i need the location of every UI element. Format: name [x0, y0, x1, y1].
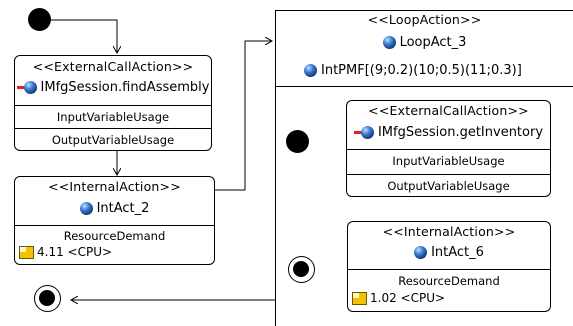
resource-demand-value: 4.11 <CPU>: [37, 245, 113, 259]
stereotype-label: <<InternalAction>>: [48, 179, 181, 194]
output-variable-usage[interactable]: OutputVariableUsage: [387, 179, 510, 193]
action-name: IMfgSession.getInventory: [347, 125, 550, 140]
input-variable-usage[interactable]: InputVariableUsage: [392, 154, 505, 168]
edge-start-to-find-assembly: [49, 19, 117, 53]
divider: [15, 105, 211, 106]
divider: [348, 269, 550, 270]
external-call-action-get-inventory[interactable]: <<ExternalCallAction>> IMfgSession.getIn…: [346, 100, 551, 197]
action-name-text: IntAct_2: [96, 201, 150, 216]
inner-start-node[interactable]: [286, 130, 309, 153]
external-call-action-find-assembly[interactable]: <<ExternalCallAction>> IMfgSession.findA…: [14, 55, 212, 151]
external-call-icon: [353, 126, 374, 139]
stereotype-label: <<ExternalCallAction>>: [368, 103, 529, 118]
stereotype-label: <<InternalAction>>: [382, 224, 516, 239]
action-name: LoopAct_3: [276, 35, 573, 50]
sphere-icon: [304, 64, 317, 77]
stereotype-label: <<LoopAction>>: [367, 12, 482, 27]
stereotype-label: <<ExternalCallAction>>: [32, 59, 194, 74]
inner-stop-node[interactable]: [288, 256, 315, 283]
internal-action-intact6[interactable]: <<InternalAction>> IntAct_6 ResourceDema…: [347, 221, 551, 312]
sphere-icon: [79, 202, 93, 215]
edge-intact2-to-loop: [215, 41, 272, 191]
internal-action-intact2[interactable]: <<InternalAction>> IntAct_2 ResourceDema…: [14, 176, 215, 265]
resource-demand-icon: [352, 291, 367, 305]
sphere-icon: [382, 36, 396, 49]
input-variable-usage[interactable]: InputVariableUsage: [56, 110, 170, 124]
action-name-text: IntAct_6: [431, 245, 484, 260]
sphere-icon: [414, 246, 428, 259]
divider: [347, 149, 550, 150]
resource-demand-label: ResourceDemand: [63, 229, 166, 243]
divider: [276, 86, 573, 87]
resource-demand[interactable]: 1.02 <CPU>: [352, 291, 445, 305]
resource-demand-icon: [19, 245, 34, 259]
output-variable-usage[interactable]: OutputVariableUsage: [51, 133, 175, 147]
start-node[interactable]: [28, 8, 51, 31]
resource-demand[interactable]: 4.11 <CPU>: [19, 245, 112, 259]
action-name-text: LoopAct_3: [399, 35, 467, 50]
divider: [15, 128, 211, 129]
divider: [15, 225, 214, 226]
external-call-icon: [16, 81, 37, 94]
resource-demand-label: ResourceDemand: [398, 274, 500, 288]
action-name: IntAct_2: [15, 201, 214, 216]
resource-demand-value: 1.02 <CPU>: [370, 291, 446, 305]
action-name-text: IMfgSession.getInventory: [377, 125, 544, 140]
divider: [347, 174, 550, 175]
action-name: IntAct_6: [348, 245, 550, 260]
stop-node[interactable]: [34, 285, 61, 312]
action-name: IMfgSession.findAssembly: [15, 80, 211, 95]
action-name-text: IMfgSession.findAssembly: [40, 80, 210, 95]
iteration-count[interactable]: IntPMF[(9;0.2)(10;0.5)(11;0.3)]: [304, 63, 573, 78]
iteration-count-text: IntPMF[(9;0.2)(10;0.5)(11;0.3)]: [321, 63, 522, 78]
